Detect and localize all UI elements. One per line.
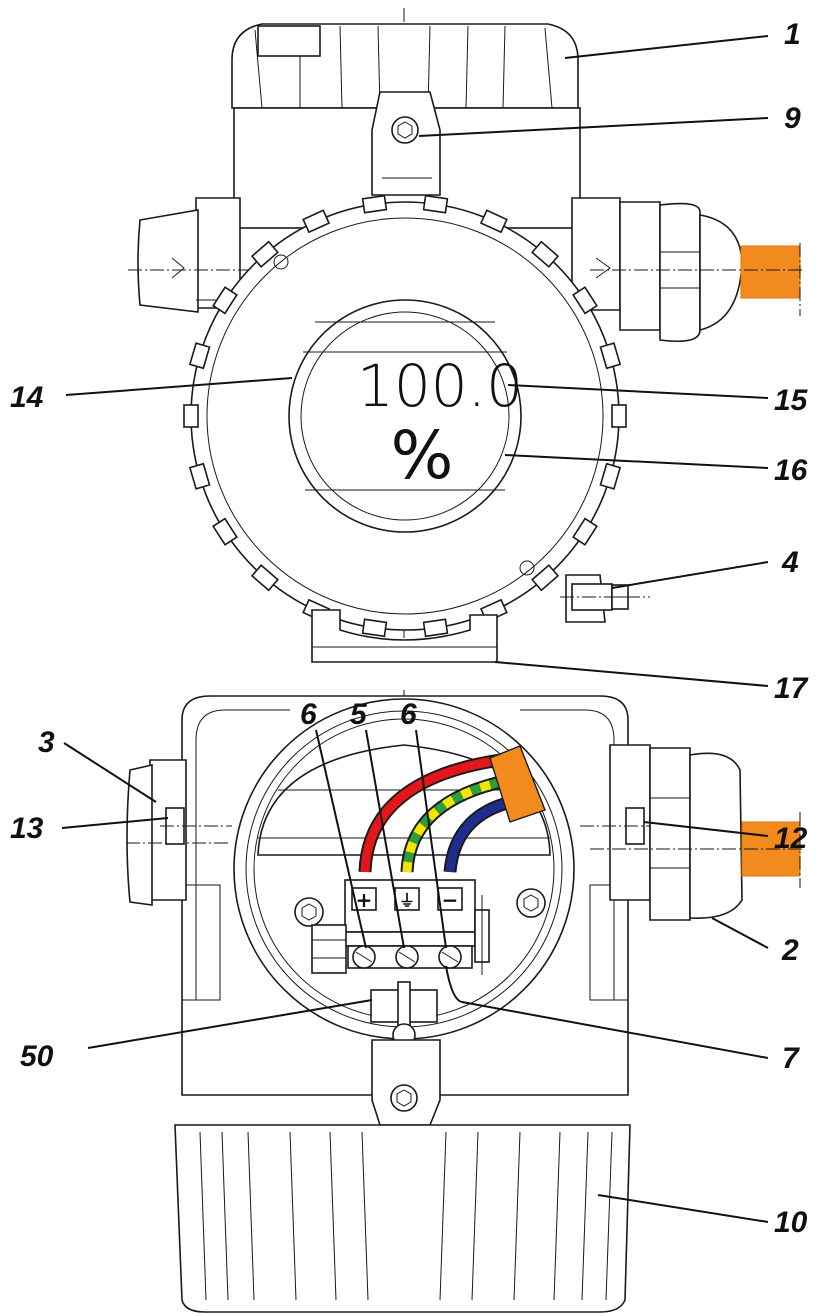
bottom-lock-screw — [371, 1039, 441, 1126]
top-cable — [740, 245, 801, 299]
top-cable-gland — [571, 197, 801, 343]
earth-terminal — [565, 574, 629, 623]
display-unit: % — [391, 417, 454, 494]
callout-14: 14 — [10, 381, 44, 414]
cover-rib — [599, 342, 622, 370]
terminal-block: + ⏚ − — [311, 879, 490, 975]
callout-4: 4 — [781, 546, 799, 579]
bottom-rib — [605, 1131, 613, 1301]
callout-13: 13 — [10, 812, 44, 845]
cover-rib — [250, 240, 279, 268]
front-view: 100.0 % — [128, 8, 805, 663]
callout-3: 3 — [38, 726, 55, 759]
callout-15: 15 — [774, 384, 809, 417]
cover-rib — [183, 404, 199, 428]
callout-1: 1 — [784, 18, 801, 51]
terminal-view: + ⏚ − — [126, 690, 805, 1313]
bottom-rib — [439, 1131, 447, 1301]
bottom-rib — [553, 1131, 561, 1301]
bottom-rib — [247, 1131, 255, 1301]
terminal-plus-label: + — [356, 888, 373, 912]
cover-rib — [611, 404, 627, 428]
callout-5: 5 — [350, 698, 368, 731]
bottom-rib — [221, 1131, 229, 1301]
cover-rib — [479, 209, 508, 234]
cover-rib — [188, 342, 211, 370]
mounting-bracket — [311, 609, 498, 663]
cover-rib — [188, 462, 211, 490]
cover-rib — [212, 286, 238, 315]
callout-labels: 1 9 14 15 16 4 17 6 5 6 3 2 13 12 50 7 1… — [10, 18, 809, 1239]
bottom-cover — [174, 1124, 631, 1313]
callout-6-right: 6 — [400, 698, 417, 731]
callout-12: 12 — [774, 822, 808, 855]
callout-6-left: 6 — [300, 698, 317, 731]
cover-rib — [422, 618, 449, 638]
display-window — [288, 299, 522, 533]
cover-rib — [572, 517, 598, 546]
terminal-earth-label: ⏚ — [399, 891, 415, 910]
cover-rib — [361, 618, 388, 638]
terminal-minus-label: − — [442, 888, 459, 912]
cover-rib — [250, 564, 279, 592]
top-cover — [231, 23, 579, 109]
bottom-rib — [513, 1131, 521, 1301]
leader-lines — [61, 35, 769, 1223]
bottom-rib — [329, 1131, 337, 1301]
cover-rib — [531, 240, 560, 268]
callout-50: 50 — [20, 1040, 54, 1073]
cover-rib — [361, 194, 388, 214]
bottom-rib — [581, 1131, 589, 1301]
bottom-rib — [361, 1131, 369, 1301]
cover-rib — [422, 194, 449, 214]
callout-7: 7 — [782, 1042, 800, 1075]
cable-sheath — [489, 745, 546, 823]
cover-lock-screw — [371, 91, 441, 196]
callout-10: 10 — [774, 1206, 808, 1239]
bottom-rib — [199, 1131, 207, 1301]
display-value: 100.0 — [357, 352, 523, 420]
cover-rib — [212, 517, 238, 546]
cover-rib — [531, 564, 560, 592]
bottom-rib — [289, 1131, 297, 1301]
callout-16: 16 — [774, 454, 808, 487]
internal-earth-clamp — [370, 981, 438, 1047]
callout-2: 2 — [781, 934, 799, 967]
callout-9: 9 — [784, 102, 801, 135]
cover-rib — [572, 286, 598, 315]
left-blind-plug — [137, 197, 241, 313]
callout-17: 17 — [774, 672, 809, 705]
cover-rib — [599, 462, 622, 490]
bottom-rib — [471, 1131, 479, 1301]
cover-rib — [302, 209, 331, 234]
bottom-cover-ribs — [199, 1131, 613, 1301]
